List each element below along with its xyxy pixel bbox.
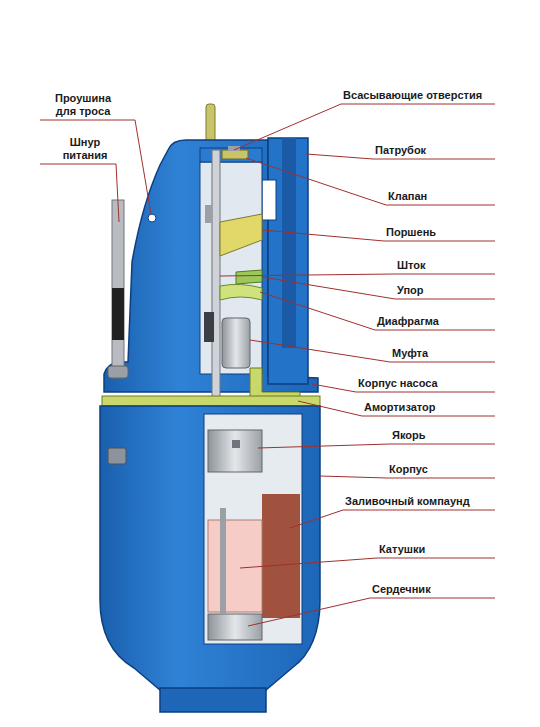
leader-lines — [40, 104, 495, 626]
part-label: Амортизатор — [364, 401, 436, 414]
part-label: Всасывающие отверстия — [343, 89, 482, 102]
part-label: Корпус — [389, 463, 428, 476]
part-label: Диафрагма — [377, 315, 439, 328]
part-label: Шнур питания — [54, 136, 116, 162]
part-label: Поршень — [386, 226, 436, 239]
part-label: Муфта — [392, 347, 428, 360]
part-label: Катушки — [379, 543, 425, 556]
part-label: Шток — [397, 259, 426, 272]
part-label: Проушина для троса — [50, 92, 116, 118]
part-label: Патрубок — [375, 144, 426, 157]
part-label: Упор — [397, 284, 424, 297]
part-label: Сердечник — [372, 583, 431, 596]
part-label: Заливочный компаунд — [345, 495, 470, 508]
part-label: Якорь — [392, 429, 425, 442]
part-label: Корпус насоса — [358, 377, 438, 390]
part-label: Клапан — [388, 190, 427, 203]
